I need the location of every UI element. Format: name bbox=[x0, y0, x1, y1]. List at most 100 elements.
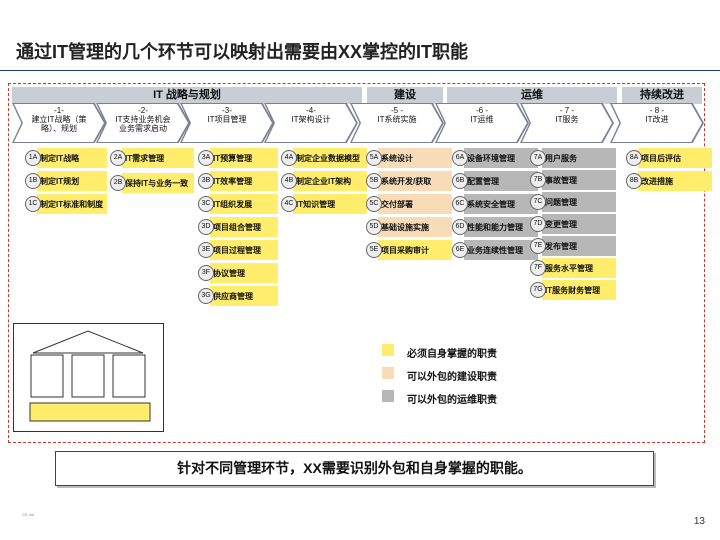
legend-swatch-build bbox=[382, 367, 394, 379]
house-icon bbox=[13, 323, 164, 432]
item-label: 服务水平管理 bbox=[542, 258, 616, 278]
item-label: 项目采购审计 bbox=[378, 240, 452, 260]
item-id-badge: 2A bbox=[110, 150, 126, 166]
item-label: 系统开发/获取 bbox=[378, 171, 452, 191]
diagram-frame bbox=[8, 83, 705, 443]
item-id-badge: 7G bbox=[530, 282, 546, 298]
item-label: 项目组合管理 bbox=[210, 217, 278, 237]
item-id-badge: 3A bbox=[198, 150, 214, 166]
item-label: 供应商管理 bbox=[210, 286, 278, 306]
legend-swatch-own bbox=[382, 344, 394, 356]
item-label: 系统设计 bbox=[378, 148, 452, 168]
phase-strategy: IT 战略与规划 bbox=[12, 87, 362, 104]
item-id-badge: 5D bbox=[366, 219, 382, 235]
item-id-badge: 3E bbox=[198, 242, 214, 258]
summary-banner: 针对不同管理环节，XX需要识别外包和自身掌握的职能。 bbox=[55, 451, 654, 486]
item-id-badge: 1A bbox=[25, 150, 41, 166]
step-number: -6 - bbox=[476, 106, 488, 115]
item-id-badge: 3B bbox=[198, 173, 214, 189]
item-id-badge: 8A bbox=[626, 150, 642, 166]
item-id-badge: 3F bbox=[198, 265, 214, 281]
phase-ops: 运维 bbox=[447, 87, 617, 104]
step-chevron-3: -3-IT项目管理 bbox=[182, 104, 272, 142]
item-label: 设备环境管理 bbox=[464, 148, 538, 168]
step-chevron-1: -1-建立IT战略（策略）、规划 bbox=[14, 104, 104, 142]
item-label: 事故管理 bbox=[542, 170, 616, 190]
item-label: 项目后评估 bbox=[638, 148, 712, 168]
title-rule bbox=[0, 70, 720, 71]
step-number: - 7 - bbox=[559, 106, 575, 115]
step-chevron-7: - 7 -IT服务 bbox=[522, 104, 612, 142]
item-id-badge: 6A bbox=[452, 150, 468, 166]
footer-note: CE old bbox=[22, 512, 35, 517]
item-id-badge: 7D bbox=[530, 216, 546, 232]
item-label: IT需求管理 bbox=[122, 148, 194, 168]
item-label: 变更管理 bbox=[542, 214, 616, 234]
item-id-badge: 3G bbox=[198, 288, 214, 304]
step-number: -5 - bbox=[391, 106, 403, 115]
item-label: 业务连续性管理 bbox=[464, 240, 538, 260]
item-id-badge: 6D bbox=[452, 219, 468, 235]
item-label: IT效率管理 bbox=[210, 171, 278, 191]
legend-swatch-ops bbox=[382, 390, 394, 402]
item-label: 问题管理 bbox=[542, 192, 616, 212]
item-id-badge: 7B bbox=[530, 172, 546, 188]
item-label: 制定企业IT架构 bbox=[293, 171, 367, 191]
item-label: 保持IT与业务一致 bbox=[122, 173, 194, 193]
step-label: IT改进 bbox=[645, 115, 669, 124]
step-label: IT项目管理 bbox=[207, 115, 247, 124]
item-id-badge: 1C bbox=[25, 196, 41, 212]
item-label: IT预算管理 bbox=[210, 148, 278, 168]
page-title: 通过IT管理的几个环节可以映射出需要由XX掌控的IT职能 bbox=[16, 42, 469, 62]
item-id-badge: 7C bbox=[530, 194, 546, 210]
step-chevron-6: -6 -IT运维 bbox=[437, 104, 527, 142]
item-label: IT知识管理 bbox=[293, 194, 367, 214]
step-label: IT支持业务机会业务需求启动 bbox=[115, 115, 171, 133]
item-label: 交付部署 bbox=[378, 194, 452, 214]
item-label: 系统安全管理 bbox=[464, 194, 538, 214]
item-label: 用户服务 bbox=[542, 148, 616, 168]
item-label: 性能和能力管理 bbox=[464, 217, 538, 237]
item-id-badge: 3D bbox=[198, 219, 214, 235]
item-id-badge: 4A bbox=[281, 150, 297, 166]
item-label: IT服务财务管理 bbox=[542, 280, 616, 300]
step-chevron-2: -2-IT支持业务机会业务需求启动 bbox=[98, 104, 188, 142]
step-chevron-8: - 8 -IT改进 bbox=[612, 104, 702, 142]
item-label: 制定IT战略 bbox=[37, 148, 107, 168]
step-number: - 8 - bbox=[649, 106, 665, 115]
step-label: 建立IT战略（策略）、规划 bbox=[31, 115, 87, 133]
step-chevron-5: -5 -IT系统实施 bbox=[352, 104, 442, 142]
page-number: 13 bbox=[693, 516, 705, 527]
legend-label-ops: 可以外包的运维职责 bbox=[407, 395, 497, 406]
phase-improve: 持续改进 bbox=[622, 87, 702, 104]
item-id-badge: 5C bbox=[366, 196, 382, 212]
item-id-badge: 4C bbox=[281, 196, 297, 212]
item-label: 发布管理 bbox=[542, 236, 616, 256]
item-label: IT组织发展 bbox=[210, 194, 278, 214]
